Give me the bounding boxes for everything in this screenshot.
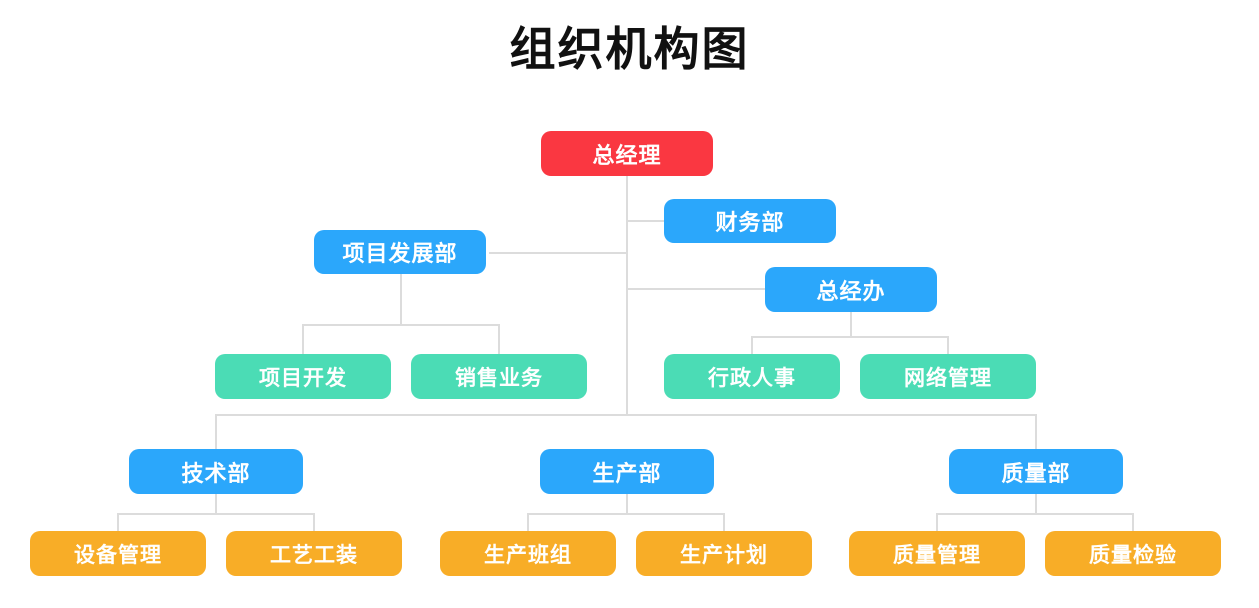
connector-tech-dept-bus (117, 513, 315, 515)
node-project-develop[interactable]: 项目开发 (215, 354, 391, 399)
node-production-plan[interactable]: 生产计划 (636, 531, 812, 576)
node-process-tooling[interactable]: 工艺工装 (226, 531, 402, 576)
connector-trunk-main (626, 176, 628, 416)
node-quality-management[interactable]: 质量管理 (849, 531, 1025, 576)
node-quality-inspection[interactable]: 质量检验 (1045, 531, 1221, 576)
node-technology-department[interactable]: 技术部 (129, 449, 303, 494)
connector-prod-dept-stem (626, 493, 628, 513)
node-sales-business[interactable]: 销售业务 (411, 354, 587, 399)
node-quality-department[interactable]: 质量部 (949, 449, 1123, 494)
connector-project-dev-bus (302, 324, 500, 326)
connector-project-dev-to-sales (498, 324, 500, 355)
node-project-development-department[interactable]: 项目发展部 (314, 230, 486, 274)
connector-bus-to-tech-dept (215, 414, 217, 449)
connector-gm-to-finance (626, 220, 666, 222)
connector-quality-dept-to-quality-insp (1132, 513, 1134, 531)
node-network-management[interactable]: 网络管理 (860, 354, 1036, 399)
connector-gm-to-gm-office (626, 288, 765, 290)
connector-gm-to-project-dev (489, 252, 628, 254)
connector-gm-office-stem (850, 312, 852, 336)
connector-department-bus (215, 414, 1037, 416)
node-production-department[interactable]: 生产部 (540, 449, 714, 494)
connector-prod-dept-to-prod-team (527, 513, 529, 531)
connector-quality-dept-bus (936, 513, 1134, 515)
connector-tech-dept-stem (215, 493, 217, 513)
connector-tech-dept-to-process-tool (313, 513, 315, 531)
connector-bus-to-quality-dept (1035, 414, 1037, 449)
node-equipment-management[interactable]: 设备管理 (30, 531, 206, 576)
connector-prod-dept-bus (527, 513, 725, 515)
node-finance-department[interactable]: 财务部 (664, 199, 836, 243)
connector-prod-dept-to-prod-plan (723, 513, 725, 531)
connector-project-dev-stem (400, 270, 402, 324)
connector-gm-office-to-admin-hr (751, 336, 753, 355)
node-general-manager[interactable]: 总经理 (541, 131, 713, 176)
node-production-team[interactable]: 生产班组 (440, 531, 616, 576)
connector-quality-dept-to-quality-mgmt (936, 513, 938, 531)
connector-tech-dept-to-equip-mgmt (117, 513, 119, 531)
node-administration-hr[interactable]: 行政人事 (664, 354, 840, 399)
connector-gm-office-to-network-mgmt (947, 336, 949, 355)
node-general-manager-office[interactable]: 总经办 (765, 267, 937, 312)
connector-project-dev-to-proj-develop (302, 324, 304, 355)
page-title: 组织机构图 (509, 23, 750, 75)
connector-gm-office-bus (751, 336, 949, 338)
connector-quality-dept-stem (1035, 493, 1037, 513)
